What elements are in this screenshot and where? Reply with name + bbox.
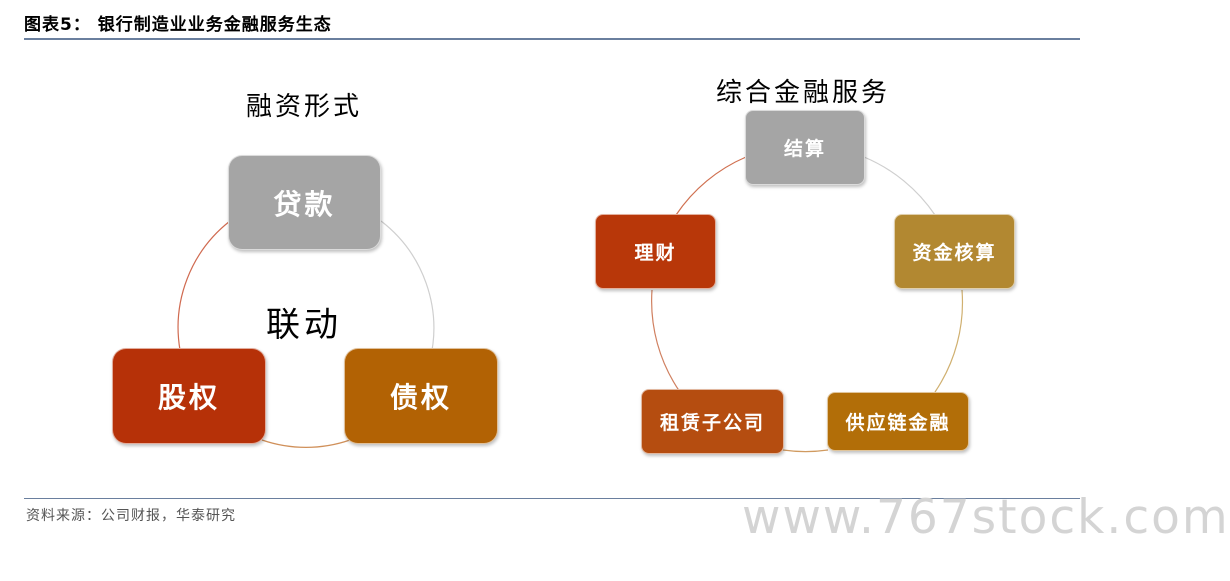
title-divider xyxy=(24,38,1080,40)
node-settlement: 结算 xyxy=(745,110,865,185)
node-leasing-subsidiary: 租赁子公司 xyxy=(641,389,784,454)
node-equity: 股权 xyxy=(112,348,266,444)
right-arc-3 xyxy=(782,449,829,453)
left-heading: 融资形式 xyxy=(246,92,363,122)
left-center-label: 联动 xyxy=(266,305,342,345)
right-heading: 综合金融服务 xyxy=(716,78,891,108)
node-fund-accounting-label: 资金核算 xyxy=(912,242,997,264)
node-equity-label: 股权 xyxy=(157,381,220,414)
left-arc-top-left xyxy=(177,220,231,351)
node-settlement-label: 结算 xyxy=(783,138,826,160)
right-arc-4 xyxy=(651,289,681,393)
node-debt-label: 债权 xyxy=(389,381,452,414)
footer-divider xyxy=(24,498,1080,499)
figure-title: 图表5： 银行制造业业务金融服务生态 xyxy=(24,15,332,35)
left-arc-bottom xyxy=(261,439,351,448)
right-arc-2 xyxy=(934,289,964,393)
node-fund-accounting: 资金核算 xyxy=(894,214,1015,289)
node-loan-label: 贷款 xyxy=(273,187,336,221)
source-note: 资料来源：公司财报，华泰研究 xyxy=(26,508,236,524)
right-arc-1 xyxy=(863,156,936,216)
node-supply-chain-finance-label: 供应链金融 xyxy=(845,412,951,434)
right-arc-5 xyxy=(675,156,747,216)
node-leasing-subsidiary-label: 租赁子公司 xyxy=(659,412,765,434)
node-loan: 贷款 xyxy=(228,155,381,250)
node-wealth-management: 理财 xyxy=(595,214,716,289)
watermark: www.767stock.com xyxy=(742,490,1230,545)
left-arc-top-right xyxy=(380,220,435,361)
connector-lines xyxy=(177,156,964,453)
node-wealth-management-label: 理财 xyxy=(634,242,677,264)
node-supply-chain-finance: 供应链金融 xyxy=(827,392,969,451)
node-debt: 债权 xyxy=(344,348,498,444)
